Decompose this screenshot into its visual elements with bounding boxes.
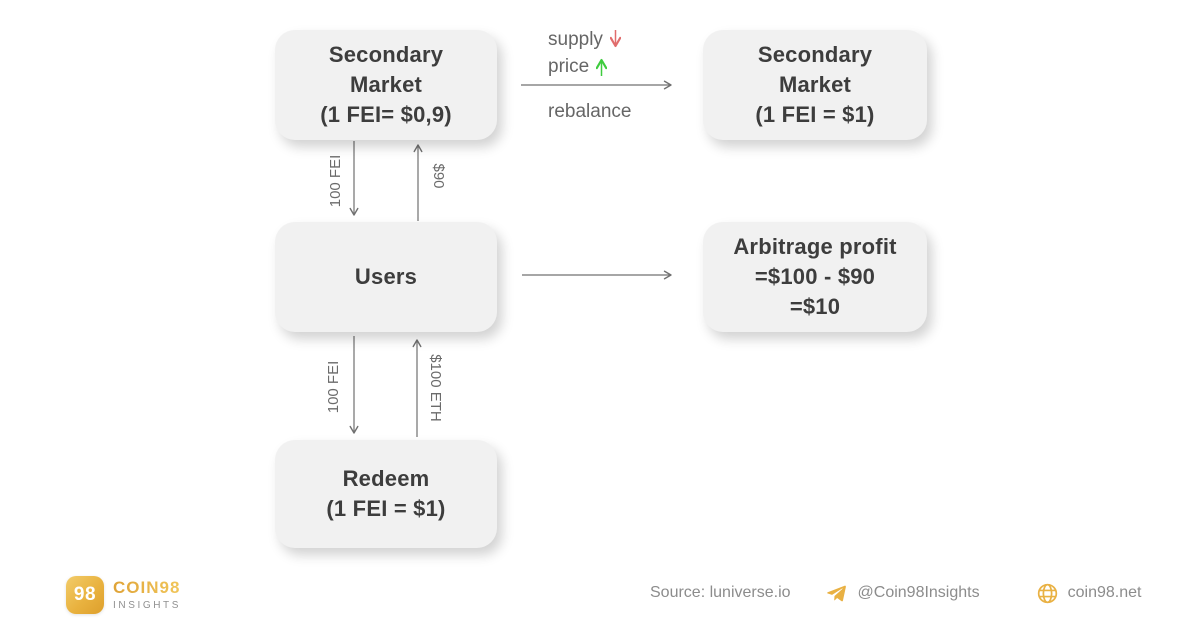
- box-redeem: Redeem (1 FEI = $1): [275, 440, 497, 548]
- telegram-handle: @Coin98Insights: [857, 584, 980, 601]
- box-line: Users: [354, 264, 418, 289]
- box-line: Market: [778, 72, 852, 97]
- website-text: coin98.net: [1067, 584, 1142, 601]
- price-up-arrow-icon: [596, 58, 608, 76]
- source-text: Source: luniverse.io: [650, 584, 791, 601]
- box-line: Redeem: [342, 466, 430, 491]
- supply-label: supply: [548, 29, 603, 50]
- edge-label-100eth: $100 ETH: [427, 354, 444, 422]
- price-label: price: [548, 56, 590, 77]
- box-line: (1 FEI= $0,9): [320, 102, 452, 127]
- globe-icon: [1037, 583, 1057, 603]
- edge-label-100fei-top: 100 FEI: [327, 154, 344, 208]
- footer-credits: Source: luniverse.io @Coin98Insights coi…: [650, 581, 1141, 605]
- box-line: (1 FEI = $1): [326, 496, 446, 521]
- box-secondary-market-after: Secondary Market (1 FEI = $1): [703, 30, 927, 140]
- edge-label-90usd: $90: [430, 163, 447, 189]
- box-line: (1 FEI = $1): [755, 102, 875, 127]
- rebalance-effects-label: supply price: [548, 26, 621, 80]
- supply-down-arrow-icon: [609, 30, 621, 48]
- box-line: Secondary: [757, 42, 873, 67]
- box-secondary-market-before: Secondary Market (1 FEI= $0,9): [275, 30, 497, 140]
- coin98-insights-brand: 98 COIN98 INSIGHTS: [66, 576, 181, 614]
- box-line: =$100 - $90: [754, 264, 876, 289]
- coin98-logo: 98: [66, 576, 104, 614]
- box-line: Market: [349, 72, 423, 97]
- box-users: Users: [275, 222, 497, 332]
- edge-label-100fei-bottom: 100 FEI: [325, 360, 342, 414]
- coin98-logo-text: 98: [73, 584, 97, 605]
- box-line: Secondary: [328, 42, 444, 67]
- rebalance-label: rebalance: [548, 101, 632, 122]
- box-line: Arbitrage profit: [733, 234, 897, 259]
- brand-text: COIN98 INSIGHTS: [113, 577, 182, 612]
- brand-subtitle: INSIGHTS: [113, 599, 182, 611]
- box-arbitrage-profit: Arbitrage profit =$100 - $90 =$10: [703, 222, 927, 332]
- box-line: =$10: [789, 294, 841, 319]
- brand-name: COIN98: [113, 577, 181, 597]
- telegram-icon: [826, 585, 846, 601]
